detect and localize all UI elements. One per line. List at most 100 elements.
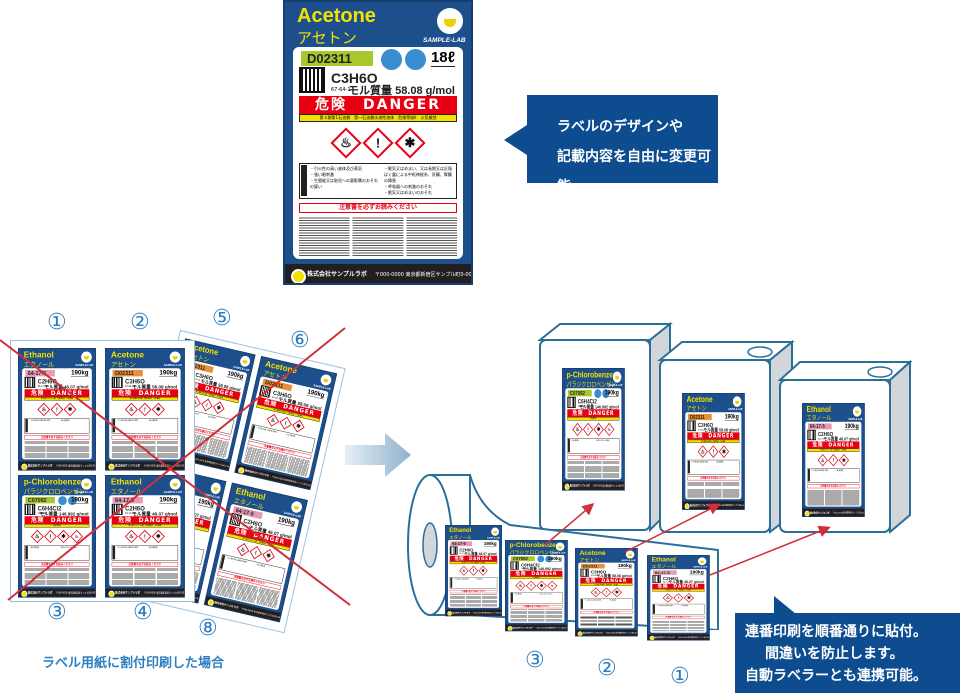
product-code: C07092 xyxy=(510,556,535,562)
precaution-text-block xyxy=(567,460,620,479)
hazard-statement: ・発がんのおそれの疑い xyxy=(595,439,610,442)
label-name-ja: アセトン xyxy=(297,29,357,47)
chemical-formula: C3H6O xyxy=(590,569,607,575)
callout-design-freedom: ラベルのデザインや 記載内容を自由に変更可能 xyxy=(527,95,718,195)
hazard-class-strip: 危険等級III xyxy=(567,417,620,421)
logo-text: SAMPLE-LAB xyxy=(487,536,500,540)
sequence-number: ① xyxy=(670,664,690,689)
hazard-statement: ・呼吸器への刺激のおそれ xyxy=(384,184,432,189)
cross-line xyxy=(7,327,346,601)
molar-mass: モル質量 46.07 g/mol xyxy=(668,580,704,585)
volume: 190kg xyxy=(724,413,739,421)
cas-number: 67-64-1 xyxy=(331,87,351,93)
company-address: 〒000-0000 東京都新宿区サンプル町0-00-000 03-0000-00… xyxy=(143,464,184,468)
hazard-class-strip: 危険等級III xyxy=(510,576,563,580)
qr-code-icon xyxy=(687,420,696,432)
label-footer: 株式会社サンプルラボ〒000-0000 東京都新宿区サンプル町0-00-000 … xyxy=(105,461,184,470)
label-footer: 株式会社サンプルラボ〒000-0000 東京都新宿区サンプル町0-00-000 … xyxy=(802,508,865,517)
logo-icon xyxy=(169,478,181,490)
company-address: 〒000-0000 東京都新宿区サンプル町0-00-000 03-0000-00… xyxy=(472,612,502,614)
logo-icon xyxy=(81,478,92,490)
caution-notice: 注意書を必ずお読みください xyxy=(449,589,498,594)
logo-text: SAMPLE-LAB xyxy=(693,566,708,569)
hazard-class-strip: 第４類第1石油類 危険等級II 火気厳禁 xyxy=(687,439,740,444)
hazard-statements: ・引火性の高い液体及び蒸気・強い眼刺激 xyxy=(652,603,705,615)
callout-line: 連番印刷を順番通りに貼付。 xyxy=(745,624,927,640)
label-name-ja: エタノール xyxy=(651,563,677,570)
logo-text: SAMPLE-LAB xyxy=(728,408,743,412)
hazard-statements: ・引火性の高い液体及び蒸気・強い眼刺激 xyxy=(580,598,633,610)
gloves-icon xyxy=(602,389,610,399)
qr-code-icon xyxy=(580,568,589,577)
hazard-statement: ・引火性の高い液体及び蒸気 xyxy=(655,604,674,607)
sequence-number: ③ xyxy=(525,648,545,673)
caution-notice: 注意書を必ずお読みください xyxy=(111,435,179,440)
label-name-ja: アセトン xyxy=(686,404,707,413)
goggles-icon xyxy=(537,555,545,563)
logo-text: SAMPLE-LAB xyxy=(621,559,636,562)
label-name-en: Ethanol xyxy=(806,405,831,414)
product-code: 64-17-5 xyxy=(112,496,143,504)
cas-number: 64-17-5 xyxy=(817,437,825,441)
company-name: 株式会社サンプルラボ xyxy=(582,632,603,635)
label-name-ja: パラジクロロベンゼン xyxy=(566,380,617,389)
logo-icon xyxy=(732,396,742,407)
precaution-text-block xyxy=(449,594,498,607)
chemical-formula: C3H6O xyxy=(331,70,378,86)
label-name-ja: エタノール xyxy=(110,487,143,496)
chemical-formula: C2H6O xyxy=(459,547,474,553)
volume: 190kg xyxy=(604,389,619,397)
chemical-formula: C2H6O xyxy=(817,431,834,438)
hazard-statement: ・強い眼刺激 xyxy=(608,599,617,602)
product-code: D02311 xyxy=(112,369,143,377)
molar-mass: モル質量 58.08 g/mol xyxy=(596,574,632,579)
hazard-statement: ・眠気又はめまいのおそれ xyxy=(384,190,432,195)
cross-line xyxy=(0,339,351,606)
molar-mass: モル質量 146.992 g/mol xyxy=(522,567,562,572)
danger-banner: 危険 DANGER xyxy=(652,583,705,590)
company-address: 〒000-0000 東京都新宿区サンプル町0-00-000 03-0000-00… xyxy=(535,627,567,629)
hazard-statement: ・引火性の高い液体及び蒸気 xyxy=(29,419,51,422)
label-name-ja: エタノール xyxy=(806,414,832,422)
qr-code-icon xyxy=(111,376,123,388)
caution-notice: 注意書を必ずお読みください xyxy=(24,435,90,440)
company-address: 〒000-0000 東京都新宿区サンプル町0-00-000 03-0000-00… xyxy=(143,591,184,595)
molar-mass: モル質量 58.08 g/mol xyxy=(703,427,739,433)
goggles-icon xyxy=(594,389,602,399)
danger-banner: 危険 DANGER xyxy=(299,96,457,114)
hazard-statement: ・強い眼刺激 xyxy=(310,172,334,177)
qr-code-icon xyxy=(299,67,325,93)
logo-text: SAMPLE-LAB xyxy=(848,417,863,421)
hazard-statement: ・強い眼刺激 xyxy=(147,546,158,549)
hazard-statements: ・強い眼刺激・発がんのおそれの疑い xyxy=(510,592,563,604)
caution-notice: 注意書を必ずお読みください xyxy=(510,604,563,609)
logo-text: SAMPLE-LAB xyxy=(423,37,466,44)
label-name-en: Ethanol xyxy=(23,350,54,360)
cas-number: 67-64-1 xyxy=(697,428,705,432)
logo-icon xyxy=(169,351,181,363)
label-name-ja: パラジクロロベンゼン xyxy=(509,549,560,556)
label-footer: 株式会社サンプルラボ〒000-0000 東京都新宿区サンプル町0-00-000 … xyxy=(18,588,96,597)
label-name-en: p-Chlorobenzene xyxy=(23,477,91,487)
logo-text: SAMPLE-LAB xyxy=(163,363,182,367)
danger-banner: 危険 DANGER xyxy=(687,432,740,440)
precaution-text-block xyxy=(580,614,633,628)
cas-number: 64-17-5 xyxy=(662,581,670,583)
label-name-en: Acetone xyxy=(686,395,713,405)
volume: 190kg xyxy=(159,369,178,377)
logo-icon xyxy=(625,550,635,559)
danger-banner: 危険 DANGER xyxy=(580,577,633,584)
caution-notice: 注意書を必ずお読みください xyxy=(111,562,179,567)
volume: 190kg xyxy=(159,496,178,504)
qr-code-icon xyxy=(24,503,36,515)
cas-number: 64-17-5 xyxy=(37,385,46,388)
gloves-icon xyxy=(68,496,77,506)
company-name: 株式会社サンプルラボ xyxy=(569,484,590,488)
qr-code-icon xyxy=(567,396,576,408)
